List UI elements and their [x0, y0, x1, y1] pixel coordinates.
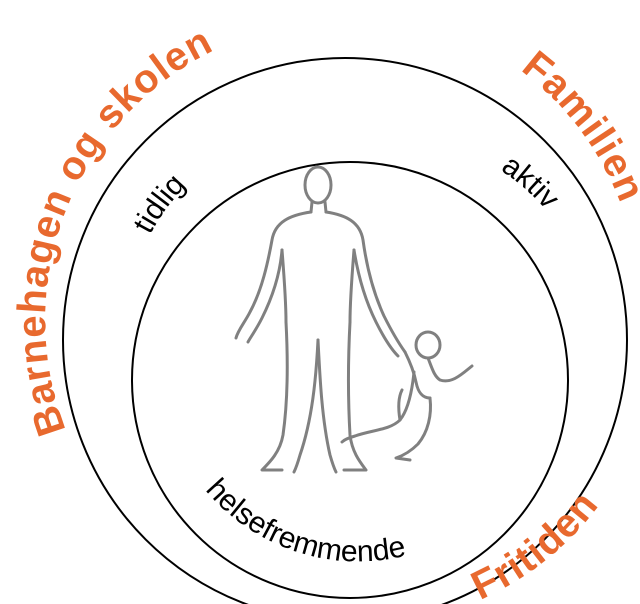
inner-label-tidlig-text: tidlig: [127, 168, 191, 239]
child-figure: [342, 332, 472, 460]
adult-and-child-holding-hands-icon: [236, 167, 472, 472]
inner-label-aktiv-text: aktiv: [496, 149, 566, 216]
inner-label-aktiv: aktiv: [496, 149, 566, 216]
inner-ring: [132, 162, 568, 598]
outer-label-fritiden-text: Fritiden: [465, 483, 607, 604]
outer-label-barnehagen-og-skolen-text: Barnehagen og skolen: [10, 19, 219, 442]
inner-label-tidlig: tidlig: [127, 168, 191, 239]
outer-label-barnehagen-og-skolen: Barnehagen og skolen: [10, 19, 219, 442]
inner-label-helsefremmende: helsefremmende: [200, 473, 409, 569]
adult-figure: [236, 167, 405, 472]
inner-label-helsefremmende-text: helsefremmende: [200, 473, 409, 569]
outer-label-fritiden: Fritiden: [465, 483, 607, 604]
